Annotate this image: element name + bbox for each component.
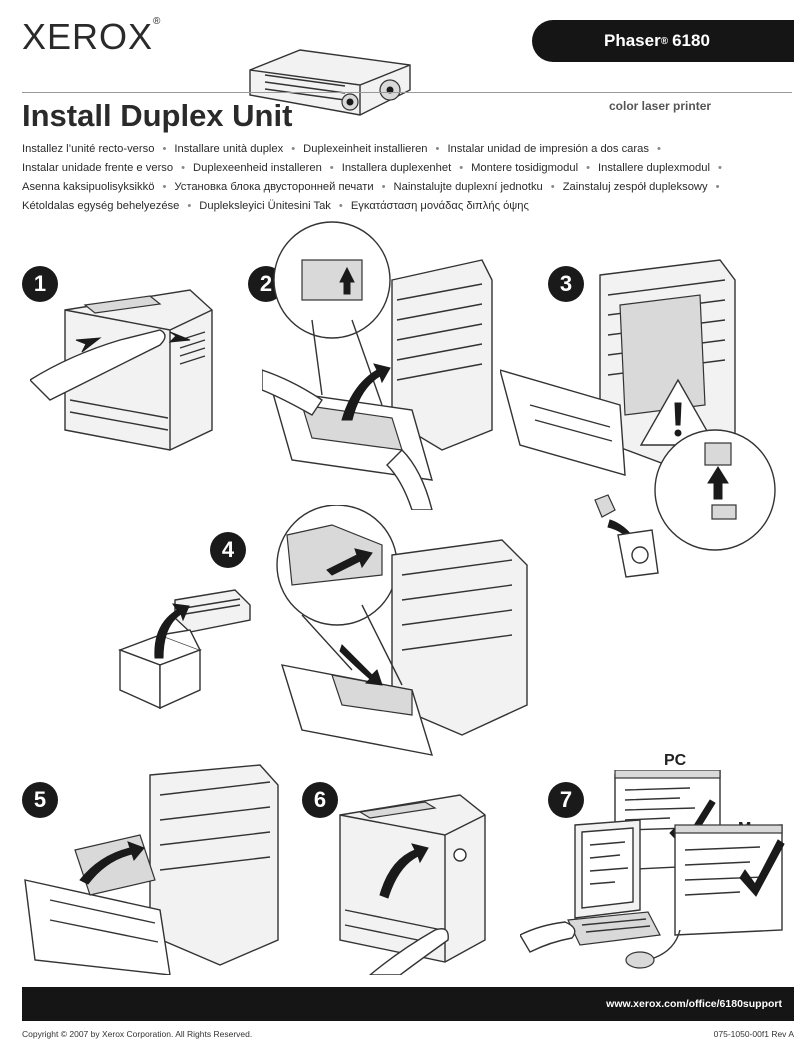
step-3-badge: 3 xyxy=(548,266,584,302)
translation-text: Installera duplexenhet xyxy=(341,162,452,174)
bullet-separator: • xyxy=(715,181,720,193)
translation-text: Kétoldalas egység behelyezése xyxy=(22,200,180,212)
bullet-separator: • xyxy=(291,143,296,155)
step-1-illustration xyxy=(30,289,213,451)
bullet-separator: • xyxy=(459,162,464,174)
duplex-unit-illustration xyxy=(249,49,411,116)
translation-line: Instalar unidade frente e verso • Duplexee… xyxy=(22,159,802,178)
translation-text: Установка блока двусторонней печати xyxy=(174,181,374,193)
step-4-badge: 4 xyxy=(210,532,246,568)
pc-label: PC xyxy=(664,752,687,769)
bullet-separator: • xyxy=(162,143,167,155)
translation-text: Dupleksleyici Ünitesini Tak xyxy=(199,200,331,212)
document-number: 075-1050-00f1 Rev A xyxy=(713,1029,794,1039)
step-5-illustration xyxy=(24,764,279,975)
translation-text: Duplexeenheid installeren xyxy=(193,162,322,174)
model-banner: Phaser®6180 xyxy=(532,20,794,62)
bullet-separator: • xyxy=(586,162,590,174)
bullet-separator: • xyxy=(435,143,440,155)
footer-banner: www.xerox.com/office/6180support xyxy=(22,987,794,1021)
translation-text: Zainstaluj zespół dupleksowy xyxy=(562,181,708,193)
bullet-separator: • xyxy=(381,181,386,193)
model-name: Phaser xyxy=(604,31,661,50)
step-2-illustration xyxy=(262,221,493,510)
step-6-illustration xyxy=(339,794,486,975)
translation-text: Installez l’unité recto-verso xyxy=(22,143,155,155)
translation-line: Kétoldalas egység behelyezése • Dupleksley… xyxy=(22,197,802,216)
model-trademark: ® xyxy=(660,35,669,47)
step-4-illustration xyxy=(276,505,528,756)
translation-text: Εγκατάσταση μονάδας διπλής όψης xyxy=(350,200,529,212)
translation-text: Montere tosidigmodul xyxy=(471,162,579,174)
support-url-link[interactable]: www.xerox.com/office/6180support xyxy=(606,998,782,1010)
step-5-badge: 5 xyxy=(22,782,58,818)
translations-block: Installez l’unité recto-verso • Installare… xyxy=(22,140,802,216)
bullet-separator: • xyxy=(329,162,334,174)
translation-text: Asenna kaksipuolisyksikkö xyxy=(22,181,155,193)
xerox-logo: XEROX® xyxy=(22,16,161,58)
step-7-badge: 7 xyxy=(548,782,584,818)
translation-text: Instalar unidade frente e verso xyxy=(22,162,174,174)
brand-name: XEROX xyxy=(22,16,154,57)
product-subtitle: color laser printer xyxy=(609,99,712,113)
bullet-separator: • xyxy=(656,143,661,155)
copyright-text: Copyright © 2007 by Xerox Corporation. A… xyxy=(22,1029,253,1039)
bullet-separator: • xyxy=(550,181,555,193)
model-number: 6180 xyxy=(672,31,710,50)
brand-trademark: ® xyxy=(153,16,162,27)
translation-text: Instalar unidad de impresión a dos caras xyxy=(447,143,649,155)
translation-text: Nainstalujte duplexní jednotku xyxy=(393,181,543,193)
translation-text: Duplexeinheit installieren xyxy=(303,143,428,155)
bullet-separator: • xyxy=(338,200,343,212)
translation-line: Asenna kaksipuolisyksikkö • Установка блок… xyxy=(22,178,802,197)
step-6-badge: 6 xyxy=(302,782,338,818)
step-4-box-illustration xyxy=(118,589,251,710)
step-7-illustration xyxy=(520,770,785,969)
step-3-illustration xyxy=(500,259,776,578)
translation-text: Installere duplexmodul xyxy=(598,162,710,174)
title-divider xyxy=(22,92,792,93)
translation-line: Installez l’unité recto-verso • Installare… xyxy=(22,140,802,159)
translation-text: Installare unità duplex xyxy=(174,143,284,155)
bullet-separator: • xyxy=(717,162,722,174)
step-1-badge: 1 xyxy=(22,266,58,302)
bullet-separator: • xyxy=(187,200,192,212)
page-title: Install Duplex Unit xyxy=(22,98,293,133)
bullet-separator: • xyxy=(162,181,167,193)
bullet-separator: • xyxy=(181,162,186,174)
